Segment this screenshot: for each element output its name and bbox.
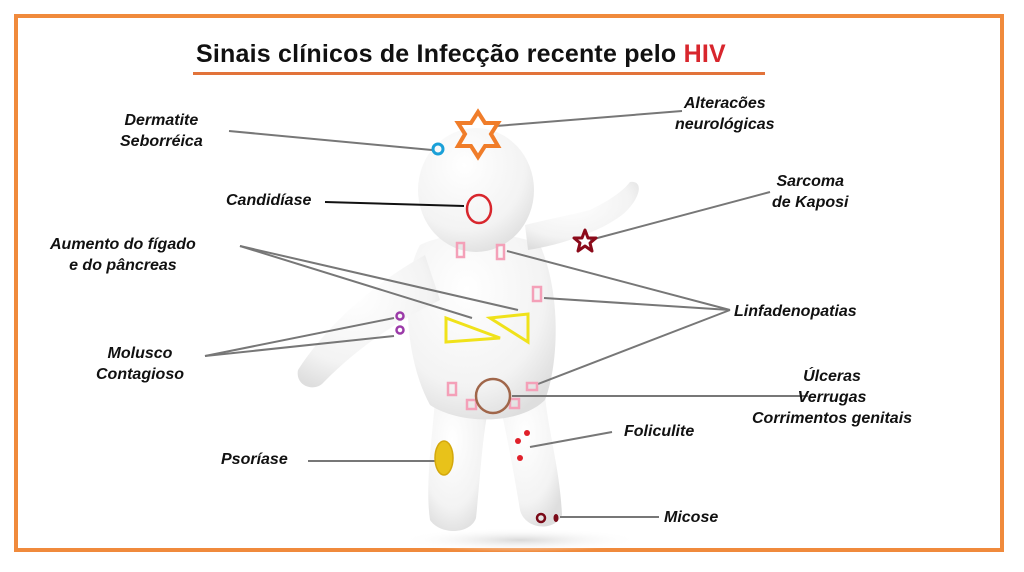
leader-dermatite — [228, 130, 433, 151]
label-line: neurológicas — [675, 116, 775, 133]
label-line: Seborréica — [120, 133, 203, 150]
title-text: Sinais clínicos de Infecção recente pelo — [196, 40, 677, 68]
leader-lines — [204, 110, 808, 518]
lymph-node — [465, 398, 478, 411]
leader-foliculite — [529, 431, 613, 448]
leader-molusco-1 — [204, 317, 395, 357]
leader-sarcoma — [589, 191, 771, 241]
head — [418, 128, 534, 252]
torso — [407, 233, 556, 420]
leader-candidiase — [324, 201, 465, 207]
liver-triangle — [444, 315, 501, 344]
left-leg — [428, 400, 488, 532]
label-line: Aumento do fígado — [50, 236, 196, 253]
dermatite-marker — [431, 142, 445, 156]
kaposi-star-icon — [572, 228, 598, 253]
leader-linfadenopatias-3 — [537, 309, 731, 385]
label-candidiase: Candidíase — [226, 192, 312, 209]
label-line: Verrugas — [797, 389, 867, 406]
foliculite-dot — [524, 430, 530, 436]
lymph-node — [455, 241, 466, 259]
label-psoriase: Psoríase — [221, 451, 288, 468]
liver-pancreas-marker — [444, 312, 530, 345]
label-foliculite: Foliculite — [624, 423, 695, 440]
neurological-star-icon — [454, 108, 502, 161]
micose-marker — [553, 514, 559, 522]
label-ulceras: Úlceras Verrugas Corrimentos genitais — [752, 366, 912, 429]
person-figure — [297, 128, 640, 552]
lymph-node — [495, 243, 506, 261]
label-line: Corrimentos genitais — [752, 410, 913, 427]
lymph-node-markers — [446, 241, 543, 411]
leader-aumento-2 — [239, 245, 519, 311]
label-line: Alteracões — [683, 95, 766, 112]
right-leg — [500, 395, 562, 527]
psoriase-marker — [434, 440, 454, 476]
label-line: e do pâncreas — [69, 257, 177, 274]
label-aumento: Aumento do fígado e do pâncreas — [50, 234, 196, 276]
right-arm — [525, 181, 639, 250]
label-line: Contagioso — [96, 366, 184, 383]
label-linfadenopatias: Linfadenopatias — [734, 303, 857, 320]
leader-linfadenopatias-1 — [506, 250, 731, 311]
leader-linfadenopatias-2 — [543, 297, 731, 311]
label-sarcoma: Sarcoma de Kaposi — [772, 171, 848, 213]
diagram-title: Sinais clínicos de Infecção recente pelo… — [196, 40, 726, 69]
molusco-marker — [395, 325, 405, 335]
title-underline — [193, 72, 765, 75]
label-alteracoes: Alteracões neurológicas — [675, 93, 775, 135]
micose-marker — [535, 512, 547, 524]
left-arm — [297, 255, 440, 388]
label-line: Molusco — [107, 345, 173, 362]
label-line: de Kaposi — [772, 194, 849, 211]
lymph-node — [525, 381, 539, 392]
molusco-marker — [395, 311, 405, 321]
leader-alteracoes — [495, 110, 683, 127]
leader-aumento-1 — [239, 245, 473, 319]
label-line: Úlceras — [803, 368, 861, 385]
label-micose: Micose — [664, 509, 719, 526]
label-dermatite: Dermatite Seborréica — [120, 110, 203, 152]
title-highlight: HIV — [683, 40, 726, 68]
candidiase-marker — [465, 193, 493, 225]
foliculite-dot — [515, 438, 521, 444]
pancreas-triangle — [485, 312, 530, 345]
lymph-node — [508, 397, 521, 410]
figure-shadow — [400, 528, 640, 552]
label-line: Sarcoma — [776, 173, 845, 190]
lymph-node — [531, 285, 543, 303]
foliculite-dot — [517, 455, 523, 461]
lymph-node — [446, 381, 458, 397]
label-line: Dermatite — [124, 112, 199, 129]
genital-ring-marker — [474, 377, 512, 415]
leader-molusco-2 — [204, 335, 395, 357]
label-molusco: Molusco Contagioso — [96, 343, 184, 385]
